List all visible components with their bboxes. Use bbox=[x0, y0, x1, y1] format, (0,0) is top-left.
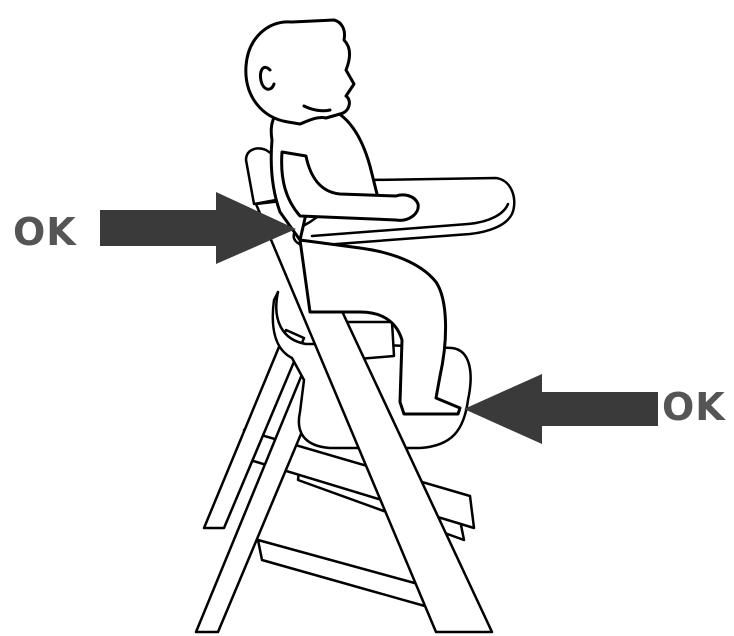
arrow-left-pointing bbox=[464, 374, 658, 444]
ok-label-right: OK bbox=[662, 388, 726, 426]
ok-label-left: OK bbox=[13, 213, 77, 251]
